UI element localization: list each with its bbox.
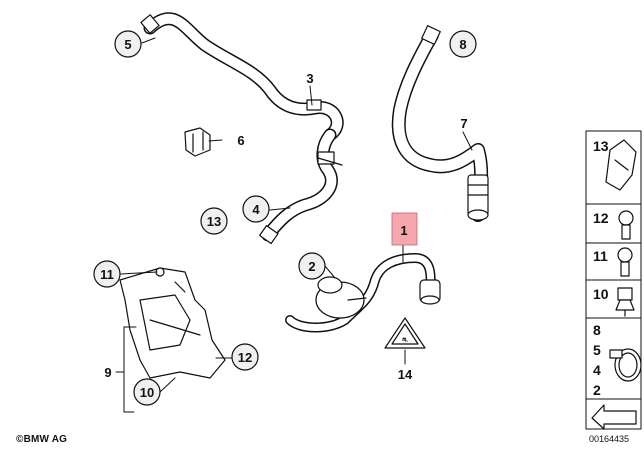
callout-label-10: 10 [140,385,154,400]
sidebar-label-12: 12 [593,210,609,226]
warning-triangle-part-14[interactable]: ⛐ [384,317,426,349]
hose-part-7[interactable] [391,25,489,222]
sidebar-clip-13 [605,139,637,191]
highlight-box-part-1 [392,213,417,245]
callout-label-3: 3 [306,71,313,86]
drawing-number: 00164435 [589,434,630,444]
callout-circle-10[interactable] [133,378,161,406]
callout-circle-11[interactable] [93,260,121,288]
callout-label-13: 13 [207,214,221,229]
callout-label-4: 4 [252,202,260,217]
callout-label-8: 8 [459,37,466,52]
callout-label-5: 5 [124,37,131,52]
sidebar-label-13: 13 [593,138,609,154]
sidebar-rivet-10 [615,287,635,317]
sidebar-bolt-12 [618,210,634,240]
pump-assembly-part-2[interactable] [285,253,441,333]
sidebar-label-5: 5 [593,342,601,358]
sidebar-label-2: 2 [593,382,601,398]
svg-text:⛐: ⛐ [402,336,408,344]
copyright-label: ©BMW AG [16,434,68,445]
sidebar-clamp-8 [609,348,642,382]
callout-label-1: 1 [400,223,407,238]
callout-circle-13[interactable] [200,207,228,235]
callout-circle-5[interactable] [114,30,142,58]
callout-circle-8[interactable] [449,30,477,58]
sidebar-label-4: 4 [593,362,601,378]
callout-label-12: 12 [238,350,252,365]
sidebar-arrow [591,404,637,430]
sidebar-label-8: 8 [593,322,601,338]
callout-circle-12[interactable] [231,343,259,371]
callout-label-11: 11 [100,267,114,282]
sidebar-label-11: 11 [593,248,608,264]
heat-shield-part-9[interactable] [119,267,226,379]
clip-part-6[interactable] [184,127,211,157]
leader-lines [115,37,473,413]
callout-circle-2[interactable] [298,252,326,280]
callout-label-6: 6 [237,133,244,148]
callout-label-2: 2 [308,259,315,274]
hose-part-3[interactable] [140,12,344,245]
callout-circle-4[interactable] [242,195,270,223]
callout-label-7: 7 [460,116,467,131]
callout-label-14: 14 [398,367,413,382]
sidebar-bolt-11 [617,247,633,277]
sidebar-label-10: 10 [593,286,609,302]
callout-label-9: 9 [104,365,111,380]
